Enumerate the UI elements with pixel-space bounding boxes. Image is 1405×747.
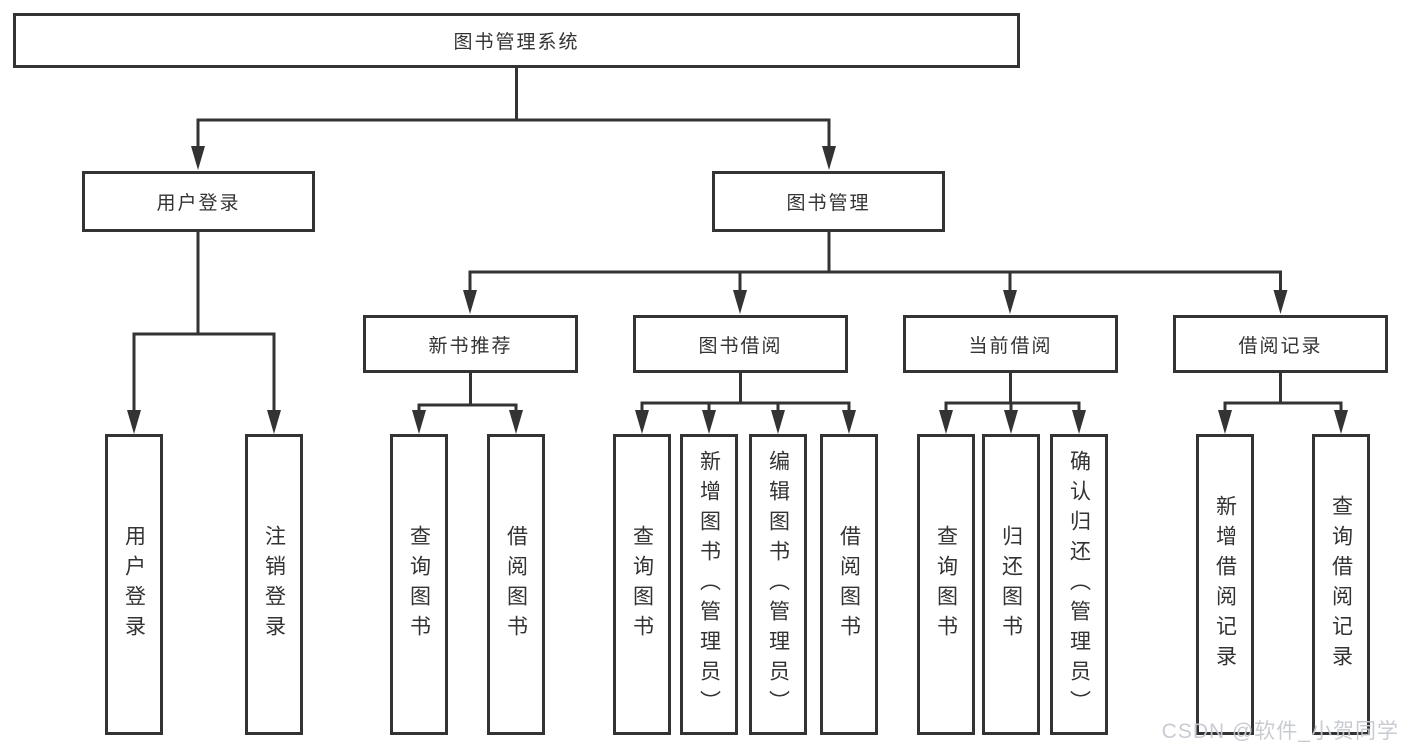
leaf-label: 新增借阅记录 (1213, 494, 1237, 675)
node-book-management: 图书管理 (712, 171, 945, 232)
leaf-borrowing-edit-books-admin: 编辑图书（管理员） (749, 434, 807, 735)
leaf-current-query-books: 查询图书 (917, 434, 975, 735)
leaf-label: 确认归还（管理员） (1067, 449, 1091, 720)
leaf-records-query-record: 查询借阅记录 (1312, 434, 1370, 735)
leaf-borrowing-query-books: 查询图书 (613, 434, 671, 735)
leaf-borrowing-borrow-books: 借阅图书 (820, 434, 878, 735)
leaf-logout: 注销登录 (245, 434, 303, 735)
leaf-label: 借阅图书 (504, 524, 528, 645)
leaf-label: 注销登录 (262, 524, 286, 645)
leaf-label: 借阅图书 (837, 524, 861, 645)
csdn-watermark: CSDN @软件_小贺同学 (1161, 720, 1399, 743)
node-new-book-recommend: 新书推荐 (363, 315, 578, 373)
leaf-label: 查询图书 (407, 524, 431, 645)
leaf-label: 查询图书 (934, 524, 958, 645)
leaf-current-confirm-return-admin: 确认归还（管理员） (1050, 434, 1108, 735)
leaf-newbook-borrow-books: 借阅图书 (487, 434, 545, 735)
leaf-newbook-query-books: 查询图书 (390, 434, 448, 735)
node-current-borrowing: 当前借阅 (903, 315, 1118, 373)
node-book-borrowing: 图书借阅 (633, 315, 848, 373)
node-borrowing-records: 借阅记录 (1173, 315, 1388, 373)
leaf-borrowing-add-books-admin: 新增图书（管理员） (680, 434, 738, 735)
leaf-label: 查询借阅记录 (1329, 494, 1353, 675)
node-library-management-system: 图书管理系统 (13, 13, 1020, 68)
leaf-label: 用户登录 (122, 524, 146, 645)
leaf-label: 新增图书（管理员） (697, 449, 721, 720)
node-user-login: 用户登录 (82, 171, 315, 232)
leaf-records-add-record: 新增借阅记录 (1196, 434, 1254, 735)
leaf-current-return-books: 归还图书 (982, 434, 1040, 735)
leaf-label: 查询图书 (630, 524, 654, 645)
leaf-label: 归还图书 (999, 524, 1023, 645)
leaf-label: 编辑图书（管理员） (766, 449, 790, 720)
leaf-user-login: 用户登录 (105, 434, 163, 735)
